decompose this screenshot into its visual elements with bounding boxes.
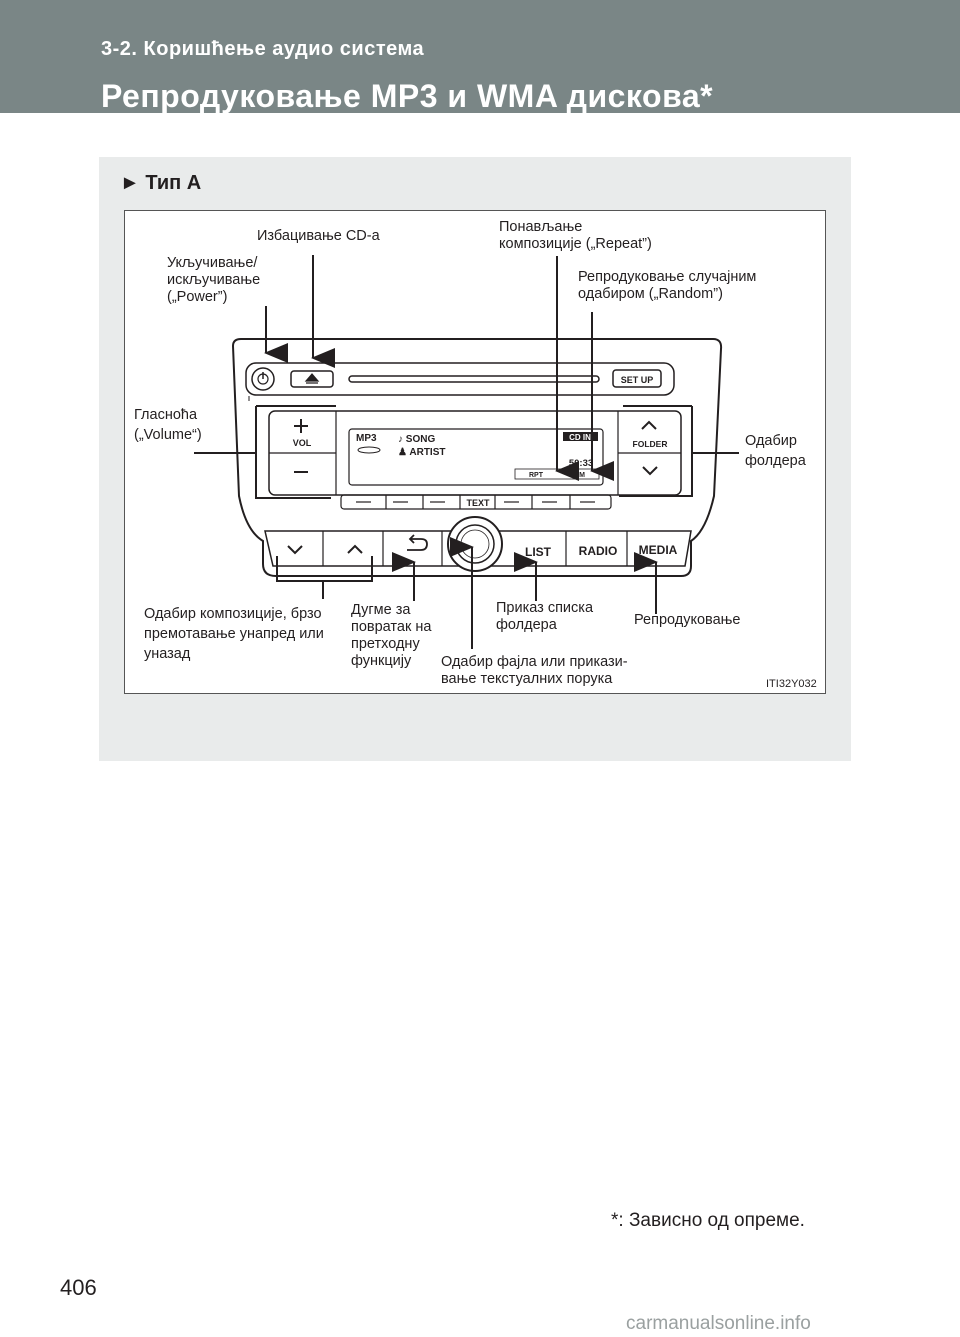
watermark: carmanualsonline.info <box>626 1313 811 1334</box>
label-knob: Одабир фајла или прикази-вање текстуални… <box>441 654 628 687</box>
list-button-label: LIST <box>525 545 552 559</box>
top-strip <box>245 362 675 396</box>
type-label-text: Тип A <box>145 172 202 194</box>
cd-slot <box>348 375 600 383</box>
page-number: 406 <box>60 1275 97 1300</box>
media-button-label: MEDIA <box>639 543 678 557</box>
rpt-indicator: RPT <box>529 472 544 479</box>
display <box>348 428 604 486</box>
header-bar: 3-2. Коришћење аудио система Репродукова… <box>0 0 960 114</box>
power-button <box>251 367 275 391</box>
bottom-button-row <box>264 530 692 567</box>
preset-row <box>340 494 612 510</box>
footnote: *: Зависно од опреме. <box>611 1210 805 1231</box>
vol-label: VOL <box>293 438 312 448</box>
display-song: ♪ SONG <box>398 434 435 445</box>
setup-button <box>612 369 662 388</box>
type-label: ► Тип A <box>120 172 201 195</box>
section-title: 3-2. Коришћење аудио система <box>101 38 425 60</box>
text-button-label: TEXT <box>466 498 490 508</box>
label-power: Укључивање/искључивање(„Power”) <box>167 255 261 305</box>
figure-code: ITI32Y032 <box>766 678 817 690</box>
rdm-indicator: RDM <box>569 472 585 479</box>
eject-button <box>290 370 334 388</box>
audio-diagram: SET UP VOL FOLDER MP3 ♪ SONG ♟ ARTIST CD… <box>124 210 826 694</box>
display-artist: ♟ ARTIST <box>398 447 445 458</box>
setup-label: SET UP <box>621 375 654 385</box>
folder-label: FOLDER <box>633 439 668 449</box>
page-title: Репродуковање MP3 и WMA дискова* <box>101 78 714 114</box>
radio-button-label: RADIO <box>579 544 618 558</box>
label-eject: Избацивање CD-а <box>257 228 380 244</box>
cd-in-indicator: CD IN <box>569 433 591 442</box>
triangle-icon: ► <box>120 172 140 194</box>
label-media: Репродуковање <box>634 612 741 628</box>
head-unit-drawing: SET UP VOL FOLDER MP3 ♪ SONG ♟ ARTIST CD… <box>194 255 739 649</box>
callout-lines <box>194 255 739 649</box>
unit-body <box>231 338 723 577</box>
label-volume: Гласноћа(„Volume“) <box>134 407 202 443</box>
display-time: 50:33 <box>569 458 593 469</box>
mp3-indicator: MP3 <box>356 433 377 444</box>
